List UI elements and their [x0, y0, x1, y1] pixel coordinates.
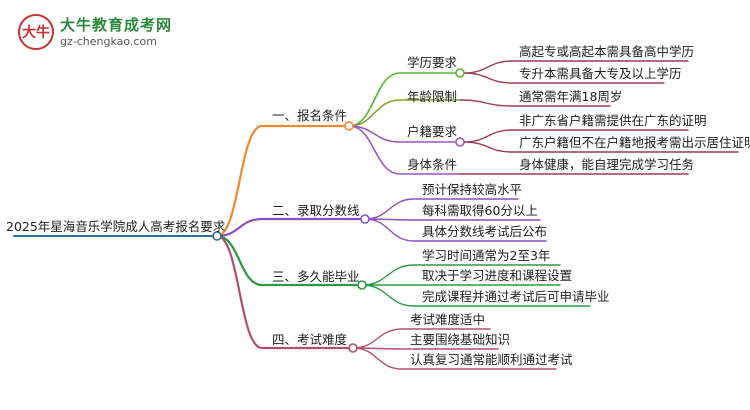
leaf-2-1: 预计保持较高水平 [422, 182, 523, 197]
leaf-4-2-connector [352, 347, 499, 350]
leaf-2-2-connector [364, 218, 541, 221]
branch-3-node[interactable] [357, 280, 367, 290]
leaf-1-2-1: 通常需年满18周岁 [519, 89, 623, 104]
leaf-1-1-2: 专升本需具备大专及以上学历 [519, 66, 682, 81]
sub-1-3-connector [348, 125, 461, 143]
branch-2-connector [215, 217, 363, 238]
leaf-2-3-connector [364, 218, 547, 242]
leaf-3-2: 取决于学习进度和课程设置 [422, 268, 573, 283]
sub-1-3-node[interactable] [455, 137, 465, 147]
sub-1-3-label: 户籍要求 [407, 124, 458, 139]
sub-1-2-connector [348, 99, 461, 127]
branch-4-label: 四、考试难度 [272, 332, 348, 347]
branch-4-connector [215, 234, 351, 350]
leaf-2-3: 具体分数线考试后公布 [422, 224, 548, 239]
branch-3-label: 三、多久能毕业 [272, 269, 360, 284]
leaf-1-1-1: 高起专或高起本需具备高中学历 [519, 44, 695, 59]
leaf-3-1: 学习时间通常为2至3年 [422, 248, 551, 263]
logo-mark-icon: 大牛 [18, 14, 54, 50]
leaf-1-2-1-connector [459, 99, 611, 107]
logo-title: 大牛教育成考网 [60, 16, 173, 34]
leaf-1-3-2-connector [463, 141, 739, 153]
leaf-1-1-1-connector [463, 60, 689, 74]
branch-1-label: 一、报名条件 [272, 108, 348, 123]
logo-mark-text: 大牛 [22, 24, 50, 41]
sub-1-1-node[interactable] [455, 68, 465, 78]
branch-3-connector [215, 234, 360, 287]
sub-1-1-connector [348, 72, 461, 127]
leaf-1-3-1: 非广东省户籍需提供在广东的证明 [519, 113, 707, 128]
leaf-4-2: 主要围绕基础知识 [410, 332, 511, 347]
leaf-2-1-connector [364, 198, 519, 220]
leaf-4-3-connector [352, 347, 557, 370]
sub-1-4-connector [348, 125, 461, 175]
logo-url: gz-chengkao.com [60, 35, 157, 48]
sub-1-4-label: 身体条件 [407, 157, 458, 172]
leaf-1-3-2: 广东户籍但不在户籍地报考需出示居住证明 [519, 135, 750, 150]
root-node[interactable] [212, 231, 222, 241]
leaf-3-3: 完成课程并通过考试后可申请毕业 [422, 289, 610, 304]
leaf-1-4-1: 身体健康，能自理完成学习任务 [519, 157, 695, 172]
leaf-4-1: 考试难度适中 [410, 312, 486, 327]
leaf-3-3-connector [361, 284, 591, 307]
root-topic: 2025年星海音乐学院成人高考报名要求 [6, 219, 226, 234]
leaf-2-2: 每科需取得60分以上 [422, 203, 538, 218]
branch-2-node[interactable] [360, 214, 370, 224]
branch-1-connector [215, 124, 347, 238]
site-logo[interactable]: 大牛 大牛教育成考网 gz-chengkao.com [14, 10, 214, 54]
leaf-1-3-1-connector [463, 129, 689, 143]
sub-1-2-label: 年龄限制 [407, 89, 458, 104]
leaf-4-3: 认真复习通常能顺利通过考试 [410, 352, 573, 367]
branch-1-node[interactable] [344, 121, 354, 131]
branch-4-node[interactable] [348, 343, 358, 353]
branch-2-label: 二、录取分数线 [272, 203, 360, 218]
sub-1-1-label: 学历要求 [407, 55, 458, 70]
leaf-1-1-2-connector [463, 72, 665, 84]
